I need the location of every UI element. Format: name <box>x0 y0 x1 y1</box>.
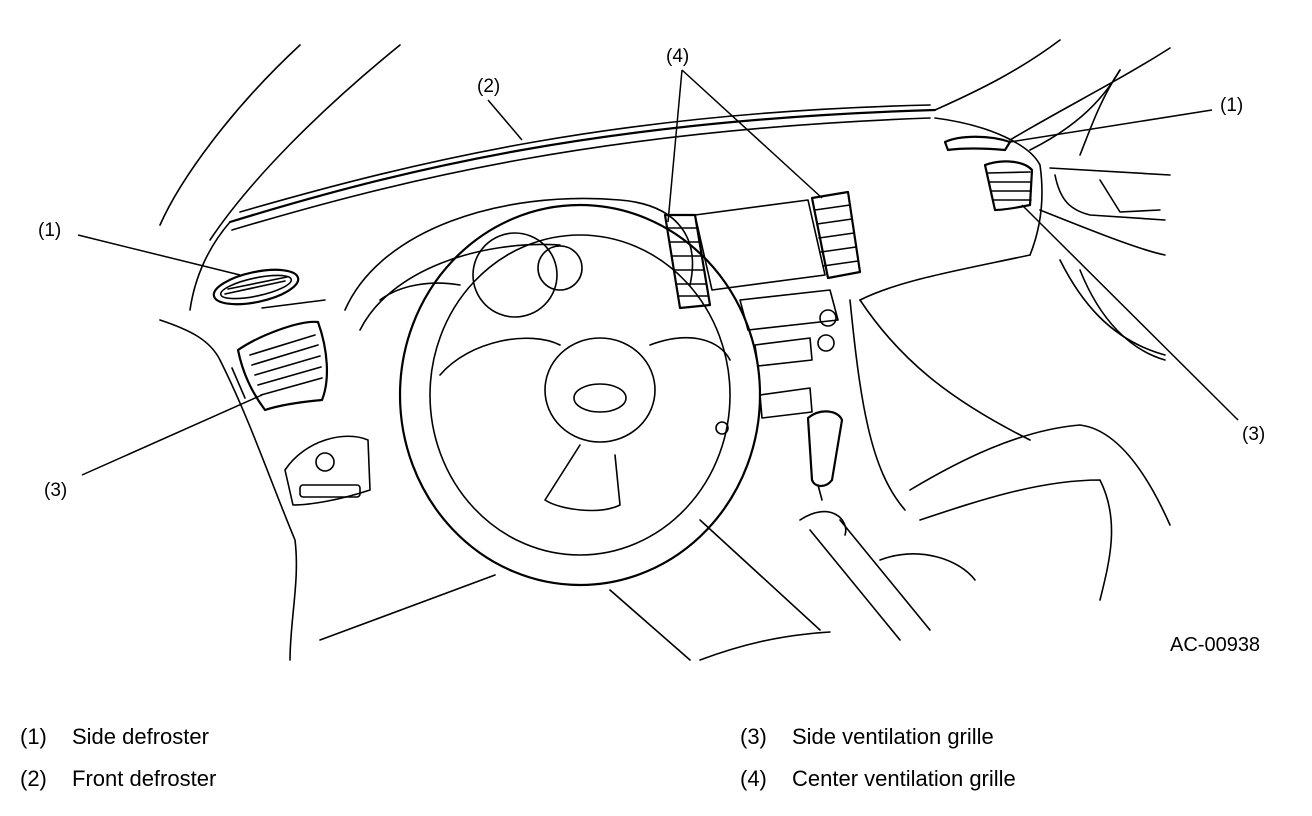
legend-item-1: (1) Side defroster <box>20 724 209 750</box>
dashboard-body <box>159 117 1043 661</box>
side-grille-right <box>983 160 1034 212</box>
legend-item-2: (2) Front defroster <box>20 766 216 792</box>
dashboard-diagram: (1) (3) (2) (4) (1) (3) AC-00938 <box>38 39 1265 661</box>
legend-number: (4) <box>740 766 767 791</box>
center-grille-right <box>810 190 862 280</box>
center-grille-left <box>663 213 712 310</box>
legend-label: Front defroster <box>72 766 217 791</box>
side-defroster-right <box>943 135 1012 152</box>
leader-lines <box>77 69 1239 476</box>
callout-side-defroster-left: (1) <box>38 220 61 241</box>
side-grille-left <box>231 299 329 412</box>
legend-number: (2) <box>20 766 47 791</box>
legend-number: (3) <box>740 724 767 749</box>
front-defroster <box>228 104 937 231</box>
instrument-cluster <box>344 197 694 331</box>
legend-number: (1) <box>20 724 47 749</box>
gear-shifter <box>699 410 976 641</box>
passenger-seat <box>859 299 1171 601</box>
legend-label: Side ventilation grille <box>792 724 994 749</box>
center-console <box>694 199 906 511</box>
legend-item-3: (3) Side ventilation grille <box>740 724 994 750</box>
callout-center-grille: (4) <box>666 46 689 67</box>
callout-side-grille-right: (3) <box>1242 424 1265 445</box>
legend-item-4: (4) Center ventilation grille <box>740 766 1016 792</box>
switch-panel <box>284 435 371 506</box>
callout-side-defroster-right: (1) <box>1220 95 1243 116</box>
door-panel <box>1039 167 1171 361</box>
figure-code: AC-00938 <box>1170 634 1260 656</box>
windshield-outline <box>159 39 1171 241</box>
callout-front-defroster: (2) <box>477 76 500 97</box>
steering-wheel <box>398 203 762 587</box>
legend-label: Center ventilation grille <box>792 766 1016 791</box>
side-defroster-left <box>212 268 300 306</box>
legend-label: Side defroster <box>72 724 209 749</box>
callout-side-grille-left: (3) <box>44 480 67 501</box>
